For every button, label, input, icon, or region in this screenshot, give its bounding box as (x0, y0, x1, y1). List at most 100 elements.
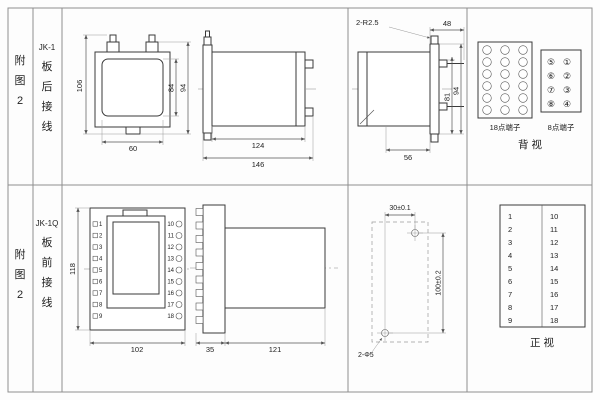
pin-label: 2 (99, 234, 103, 240)
table-cell: 6 (508, 277, 512, 286)
table-cell: 10 (550, 212, 558, 221)
back-view-caption: 背 视 (518, 138, 542, 151)
model-label: JK-1 (39, 43, 56, 52)
table-cell: 3 (508, 238, 512, 247)
pin-label: 17 (167, 303, 174, 309)
pin-label: 8 (99, 303, 103, 309)
pin8-8: ⑧ (547, 99, 555, 109)
pin8-7: ⑦ (547, 85, 555, 95)
fig-label-char: 附 (15, 53, 26, 67)
terminal-8-pins: ⑤ ① ⑥ ② ⑦ ③ ⑧ ④ (547, 57, 571, 109)
dim-94: 94 (179, 84, 188, 92)
front-view-caption: 正 视 (530, 336, 554, 349)
label-8-terminal: 8点端子 (548, 122, 575, 132)
table-cell: 12 (550, 238, 558, 247)
side-view-drawing: 124 146 (198, 30, 318, 169)
table-cell: 8 (508, 303, 512, 312)
pin-label: 3 (99, 245, 103, 251)
bottom-side-view-drawing: 35 121 (190, 204, 338, 354)
table-cell: 16 (550, 290, 558, 299)
pin-label: 10 (167, 222, 174, 228)
pin8-4: ④ (563, 99, 571, 109)
table-cell: 14 (550, 264, 558, 273)
terminal-lugs (195, 208, 204, 324)
dim-94b: 94 (452, 87, 461, 95)
drill-plan-drawing: 30±0.1 100±0.2 2-Φ5 (358, 205, 446, 359)
radius-note: 2-R2.5 (356, 18, 379, 27)
pin-label: 9 (99, 314, 103, 320)
pin-label: 12 (167, 245, 174, 251)
dim-124: 124 (252, 141, 265, 150)
dim-60: 60 (129, 144, 137, 153)
wiring-label-char: 前 (42, 255, 53, 269)
dim-35: 35 (206, 345, 214, 354)
table-cell: 11 (550, 225, 558, 234)
fig-label-char: 2 (17, 289, 23, 301)
row2-header-labels: 附 图 2 JK-1Q 板 前 接 线 (15, 219, 59, 309)
dim-56: 56 (404, 153, 412, 162)
dim-118: 118 (68, 263, 77, 275)
table-cell: 4 (508, 251, 512, 260)
terminal-18-circles (482, 45, 528, 115)
pin8-3: ③ (563, 85, 571, 95)
table-cell: 15 (550, 277, 558, 286)
dim-81: 81 (443, 93, 452, 101)
wiring-label-char: 板 (42, 59, 53, 73)
wiring-label-char: 接 (42, 276, 53, 289)
model-label: JK-1Q (36, 219, 59, 228)
wiring-label-char: 接 (42, 100, 53, 113)
pin-label: 14 (167, 268, 174, 274)
pin8-6: ⑥ (547, 71, 555, 81)
fig-label-char: 2 (17, 95, 23, 107)
dim-121: 121 (269, 345, 282, 354)
row1-header-labels: 附 图 2 JK-1 板 后 接 线 (15, 43, 56, 133)
pin-label: 16 (167, 291, 174, 297)
pin-label: 5 (99, 268, 103, 274)
drill-hole-bottom (377, 325, 393, 341)
fig-label-char: 图 (15, 268, 26, 281)
table-cell: 17 (550, 303, 558, 312)
wiring-label-char: 板 (42, 235, 53, 249)
table-cell: 1 (508, 212, 512, 221)
pin-label: 7 (99, 291, 103, 297)
dim-106: 106 (75, 80, 84, 93)
wiring-label-char: 线 (42, 119, 53, 133)
label-18-terminal: 18点端子 (490, 122, 521, 132)
dim-48: 48 (443, 19, 451, 28)
fig-label-char: 附 (15, 247, 26, 261)
holes-note: 2-Φ5 (358, 352, 374, 359)
table-cell: 13 (550, 251, 558, 260)
dim-84: 84 (167, 84, 176, 92)
wiring-label-char: 后 (42, 80, 53, 93)
side-view-b-drawing: 2-R2.5 48 81 94 56 (352, 18, 465, 162)
front-view-right-pins: 10 11 12 13 14 15 16 17 18 (167, 220, 183, 320)
terminal-table-left-column: 1 2 3 4 5 6 7 8 9 (508, 212, 512, 325)
pin-label: 11 (168, 234, 175, 240)
dim-100: 100±0.2 (436, 270, 443, 295)
pin8-5: ⑤ (547, 57, 555, 67)
front-view-drawing: 1 2 3 4 5 6 7 8 9 10 11 12 13 14 15 16 1… (68, 207, 190, 354)
pin-label: 15 (167, 280, 174, 286)
pin-label: 6 (99, 280, 103, 286)
rear-view-drawing: 106 84 94 60 (75, 34, 191, 153)
table-cell: 5 (508, 264, 512, 273)
pin8-1: ① (563, 57, 571, 67)
fig-label-char: 图 (15, 74, 26, 87)
table-cell: 7 (508, 290, 512, 299)
wiring-label-char: 线 (42, 295, 53, 309)
terminal-table-right-column: 10 11 12 13 14 15 16 17 18 (550, 212, 558, 325)
table-cell: 9 (508, 316, 512, 325)
dim-146: 146 (252, 160, 265, 169)
dim-30: 30±0.1 (389, 205, 410, 212)
dim-102: 102 (131, 345, 144, 354)
pin8-2: ② (563, 71, 571, 81)
table-grid (7, 7, 593, 393)
pin-label: 13 (167, 257, 174, 263)
terminal-table: 1 2 3 4 5 6 7 8 9 10 11 12 13 14 15 16 1… (499, 204, 586, 349)
back-view-drawing: ⑤ ① ⑥ ② ⑦ ③ ⑧ ④ 18点端子 8点端子 背 视 (477, 41, 582, 151)
pin-label: 4 (99, 257, 103, 263)
table-cell: 2 (508, 225, 512, 234)
pin-label: 1 (99, 222, 103, 228)
